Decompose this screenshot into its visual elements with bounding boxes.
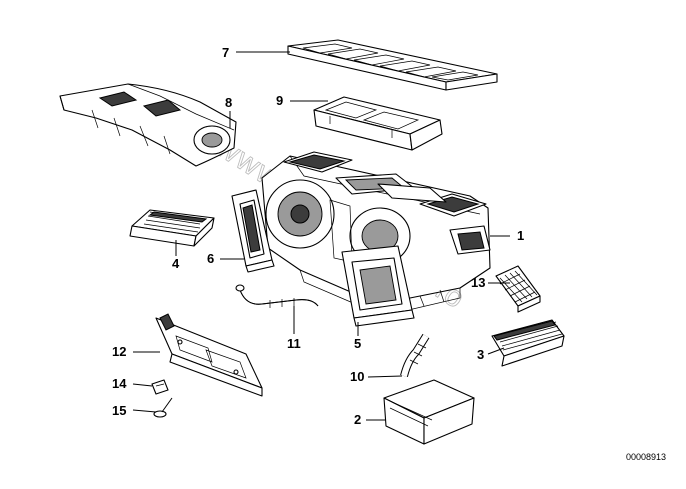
callout-labels: 7 9 8 1 4 6 11 5 13 3 12 10 14 15 2 [112,45,524,427]
part-14-clip [151,379,169,395]
reference-number: 00008913 [626,452,666,462]
part-11-drain-hose [235,284,319,308]
part-5-seal-frame [341,245,415,327]
callout-13: 13 [471,275,485,290]
callout-14: 14 [112,376,127,391]
callout-7: 7 [222,45,229,60]
part-12-mounting-plate [155,313,263,397]
callout-10: 10 [350,369,364,384]
part-1-main-housing [261,151,491,313]
callout-6: 6 [207,251,214,266]
part-3-air-duct [491,319,565,367]
part-9-filter-housing [313,96,443,151]
part-7-filter-frame [287,39,498,91]
callout-5: 5 [354,336,361,351]
callout-8: 8 [225,95,232,110]
callout-15: 15 [112,403,126,418]
callout-11: 11 [287,336,301,351]
callout-2: 2 [354,412,361,427]
part-10-hose [400,333,430,378]
callout-12: 12 [112,344,126,359]
part-13-grille [495,265,541,313]
leader-lines [132,51,510,421]
callout-1: 1 [517,228,524,243]
callout-9: 9 [276,93,283,108]
callout-3: 3 [477,347,484,362]
part-2-filter-element [383,379,475,445]
callout-4: 4 [172,256,180,271]
part-8-defroster-duct [59,83,237,167]
part-4-air-duct [129,209,215,247]
part-15-screw [153,397,173,418]
part-6-seal-frame [231,189,275,273]
